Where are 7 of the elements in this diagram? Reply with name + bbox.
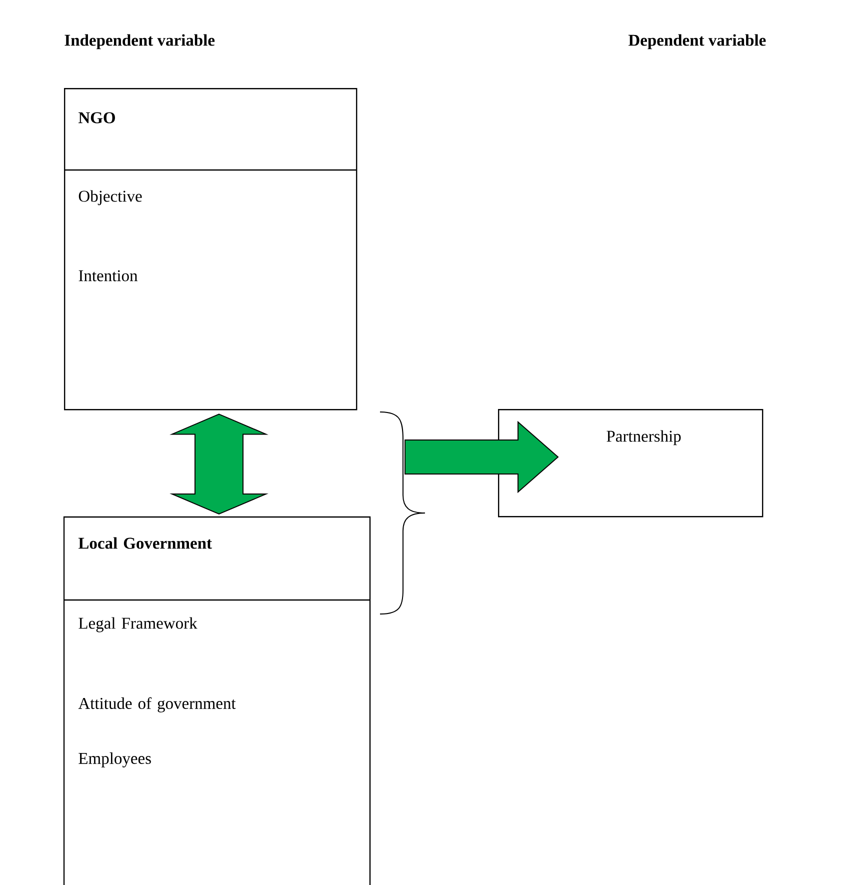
concept-box: Local Government Legal Framework Attitude of government Employees xyxy=(63,516,371,885)
column-heading: Dependent variable xyxy=(628,34,766,50)
block-arrow xyxy=(170,414,268,515)
block-arrow xyxy=(404,420,559,494)
column-heading: Independent variable xyxy=(64,34,215,50)
concept-box: Partnership xyxy=(498,409,764,518)
concept-box: NGO Objective Intention xyxy=(64,88,358,410)
